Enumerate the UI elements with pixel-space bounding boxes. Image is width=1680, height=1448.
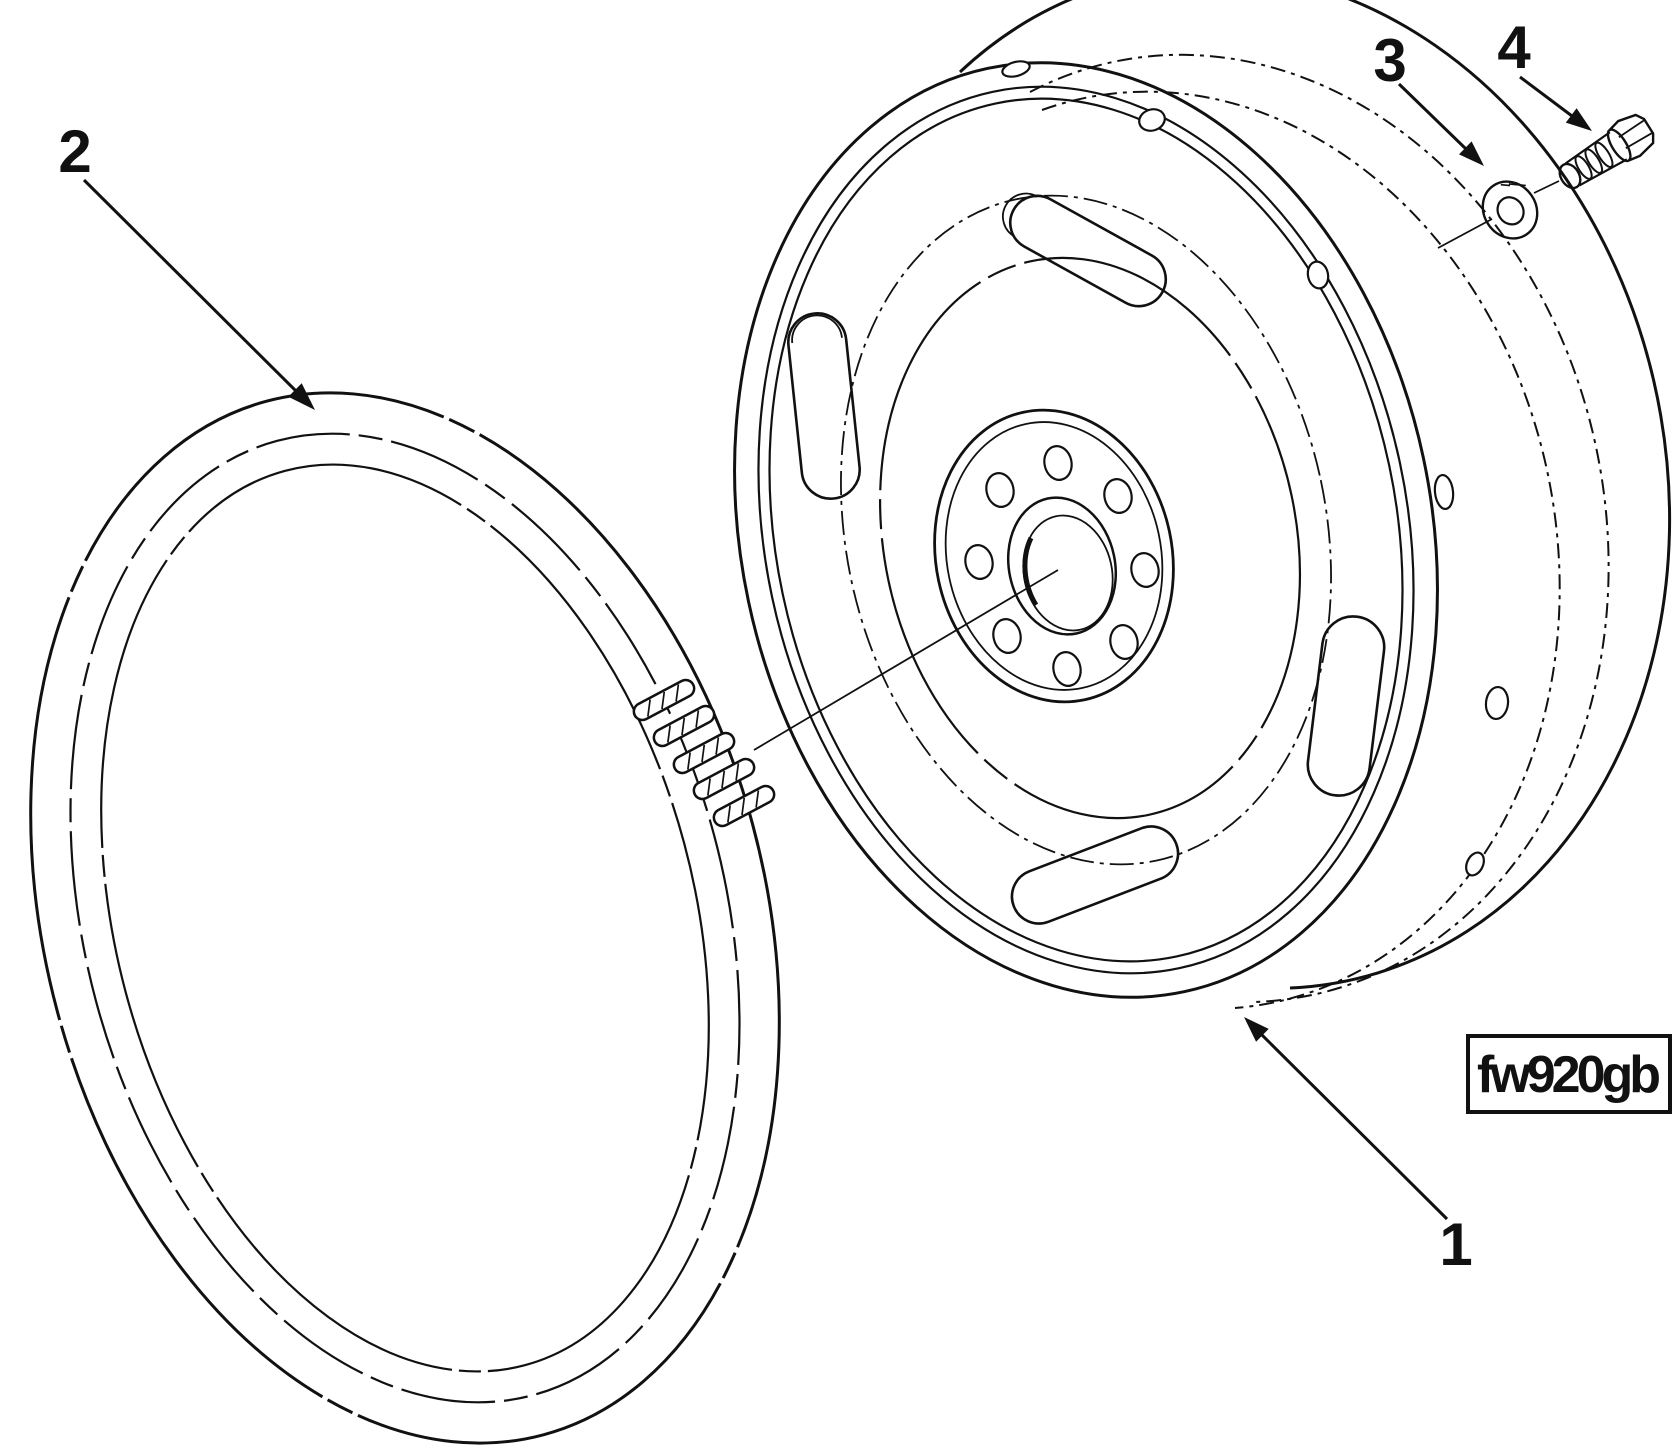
flywheel-hub xyxy=(933,408,1175,704)
bolt-head-facets xyxy=(1618,119,1653,150)
flywheel-slot-right xyxy=(1306,615,1386,797)
flywheel-rim-holes xyxy=(1001,60,1510,877)
ring-gear-drawing xyxy=(29,391,781,1445)
flywheel-slot-bottom xyxy=(1010,825,1180,925)
bolt-shank xyxy=(1565,131,1628,187)
callout-4: 4 xyxy=(1497,14,1592,131)
callout-3: 3 xyxy=(1373,27,1484,166)
callout-1-label: 1 xyxy=(1439,1211,1472,1278)
ring-gear-teeth-leader-line xyxy=(753,569,1059,751)
flywheel-rim-line-1 xyxy=(757,85,1415,975)
flywheel-hub-bolt-holes xyxy=(964,445,1160,687)
figure-code-box: fw920gb xyxy=(1466,1034,1672,1114)
washer-drawing xyxy=(1481,180,1539,240)
flywheel-slot-top xyxy=(1002,192,1168,308)
callout-3-arrowhead xyxy=(1459,141,1484,166)
flywheel-back-edge xyxy=(958,0,1672,990)
flywheel-dish-edge xyxy=(878,256,1302,820)
callout-4-label: 4 xyxy=(1497,14,1531,81)
flywheel-slots xyxy=(787,192,1386,925)
washer-leader-line xyxy=(1437,218,1493,249)
flywheel-bolt-circle-centerline xyxy=(840,194,1332,866)
callout-3-label: 3 xyxy=(1373,27,1406,94)
callout-3-arrow-line xyxy=(1397,82,1468,151)
flywheel-front-outer-edge xyxy=(733,61,1439,999)
figure-code-label: fw920gb xyxy=(1477,1046,1661,1104)
flywheel-rim-far-edge-2 xyxy=(1041,90,1561,1009)
ring-gear-inner-edge xyxy=(100,463,710,1373)
flywheel-rim-line-2 xyxy=(768,97,1404,963)
bolt-axis-line xyxy=(1533,180,1560,194)
callout-2-arrow-line xyxy=(82,178,299,394)
ring-gear-mid-edge xyxy=(69,432,741,1404)
flywheel-drawing xyxy=(733,0,1672,1009)
callout-1: 1 xyxy=(1244,1017,1473,1278)
bolt-hex-head xyxy=(1608,113,1655,162)
callout-2-label: 2 xyxy=(58,118,91,185)
callout-2: 2 xyxy=(58,118,315,410)
bolt-drawing xyxy=(1558,113,1655,190)
ring-gear-outer-edge xyxy=(29,391,781,1445)
callout-4-arrowhead xyxy=(1565,108,1592,131)
callout-4-arrow-line xyxy=(1519,75,1573,118)
bolt-threads xyxy=(1574,141,1614,180)
flywheel-center-bore xyxy=(1006,496,1118,636)
callout-2-arrowhead xyxy=(288,383,315,410)
callout-1-arrowhead xyxy=(1244,1017,1269,1042)
ring-gear-teeth xyxy=(632,678,776,828)
figure-code-border xyxy=(1466,1034,1672,1114)
flywheel-rim-far-edge-1 xyxy=(1029,53,1610,1003)
flywheel-slot-left xyxy=(787,312,861,500)
bolt-tip xyxy=(1558,162,1582,190)
callout-1-arrow-line xyxy=(1259,1032,1449,1221)
